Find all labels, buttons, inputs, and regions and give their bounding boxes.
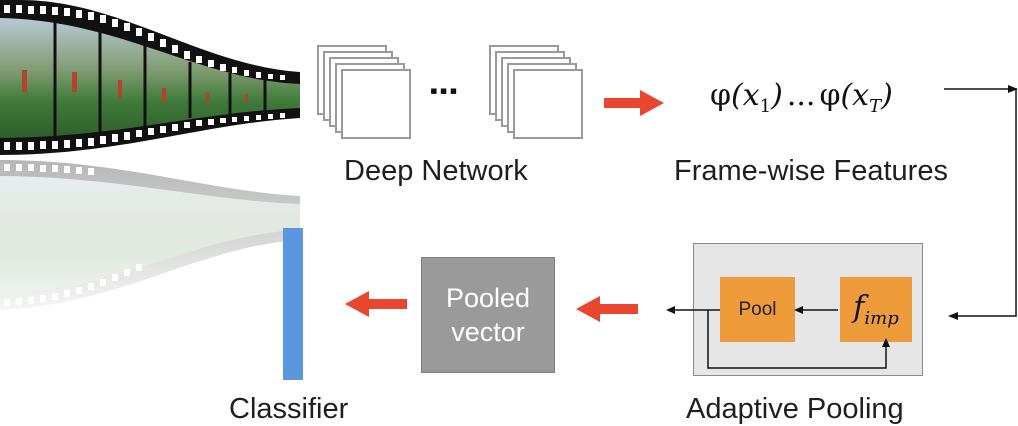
pool-box: Pool — [720, 277, 795, 342]
ellipsis: ▪▪▪ — [430, 78, 460, 103]
pooled-vector-line1: Pooled — [445, 283, 531, 313]
stacked-frames-icon — [489, 45, 583, 139]
deep-network-label: Deep Network — [344, 155, 528, 187]
stacked-frames-icon — [317, 45, 411, 139]
pool-label: Pool — [738, 298, 777, 320]
red-arrow-icon — [604, 90, 664, 116]
f-imp-label: fimp — [853, 290, 899, 329]
classifier-bar — [283, 228, 303, 380]
red-arrow-icon — [576, 296, 638, 322]
connector-line — [944, 85, 1018, 320]
classifier-label: Classifier — [229, 393, 349, 425]
f-imp-box: fimp — [840, 277, 912, 342]
pooled-vector-box: Pooled vector — [421, 257, 555, 373]
film-strip-icon — [0, 0, 300, 320]
frame-features-label: Frame-wise Features — [674, 155, 948, 187]
red-arrow-icon — [345, 291, 407, 317]
adaptive-pooling-label: Adaptive Pooling — [686, 393, 904, 425]
adaptive-pooling-arrows — [666, 306, 890, 369]
frame-features-formula: φ(x1)...φ(xT) — [710, 78, 893, 117]
pooled-vector-line2: vector — [451, 317, 525, 347]
